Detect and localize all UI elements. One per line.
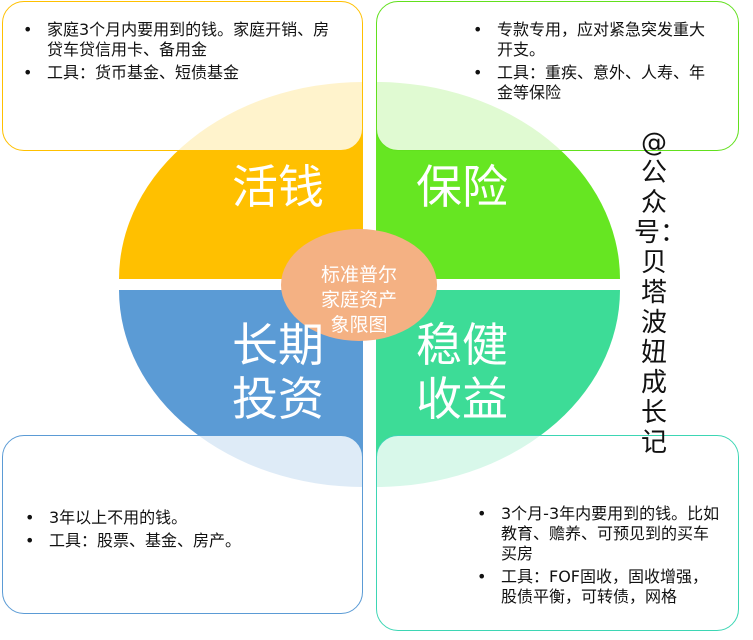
label-bottom-right: 稳健 收益 — [402, 318, 522, 426]
note-item: 3年以上不用的钱。 — [17, 508, 342, 528]
note-box-top-left: 家庭3个月内要用到的钱。家庭开销、房贷车贷信用卡、备用金 工具：货币基金、短债基… — [2, 1, 363, 151]
label-top-right-text: 保险 — [416, 160, 508, 214]
label-bottom-left: 长期 投资 — [218, 318, 338, 426]
watermark-text: @公众号：贝塔波妞成长记 — [634, 128, 687, 458]
note-item: 专款专用，应对紧急突发重大开支。 — [465, 20, 718, 60]
center-title-line3: 象限图 — [330, 313, 388, 336]
note-box-bottom-left: 3年以上不用的钱。 工具：股票、基金、房产。 — [2, 435, 363, 614]
note-box-bottom-right: 3个月-3年内要用到的钱。比如教育、赡养、可预见到的买车买房 工具：FOF固收，… — [376, 435, 739, 631]
note-item: 3个月-3年内要用到的钱。比如教育、赡养、可预见到的买车买房 — [469, 504, 720, 564]
note-list-bottom-left: 3年以上不用的钱。 工具：股票、基金、房产。 — [17, 508, 342, 551]
note-item: 工具：FOF固收，固收增强，股债平衡，可转债，网格 — [469, 567, 720, 607]
center-title-line1: 标准普尔 — [320, 263, 397, 286]
note-item: 工具：货币基金、短债基金 — [15, 63, 342, 83]
note-box-top-right: 专款专用，应对紧急突发重大开支。 工具：重疾、意外、人寿、年金等保险 — [376, 1, 739, 151]
center-title: 标准普尔 家庭资产 象限图 — [304, 263, 414, 338]
note-item: 工具：重疾、意外、人寿、年金等保险 — [465, 63, 718, 103]
center-title-line2: 家庭资产 — [320, 288, 397, 311]
label-bottom-left-line1: 长期 — [232, 318, 324, 372]
note-item: 家庭3个月内要用到的钱。家庭开销、房贷车贷信用卡、备用金 — [15, 20, 342, 60]
label-bottom-right-line2: 收益 — [416, 372, 508, 426]
label-top-right: 保险 — [402, 160, 522, 214]
label-top-left-text: 活钱 — [232, 160, 324, 214]
center-ellipse — [281, 229, 437, 341]
note-list-top-right: 专款专用，应对紧急突发重大开支。 工具：重疾、意外、人寿、年金等保险 — [465, 20, 718, 103]
note-list-bottom-right: 3个月-3年内要用到的钱。比如教育、赡养、可预见到的买车买房 工具：FOF固收，… — [469, 504, 720, 607]
label-top-left: 活钱 — [218, 160, 338, 214]
center-label: 标准普尔 家庭资产 象限图 — [281, 240, 437, 360]
note-list-top-left: 家庭3个月内要用到的钱。家庭开销、房贷车贷信用卡、备用金 工具：货币基金、短债基… — [15, 20, 342, 83]
label-bottom-right-line1: 稳健 — [416, 318, 508, 372]
label-bottom-left-line2: 投资 — [232, 372, 324, 426]
note-item: 工具：股票、基金、房产。 — [17, 531, 342, 551]
